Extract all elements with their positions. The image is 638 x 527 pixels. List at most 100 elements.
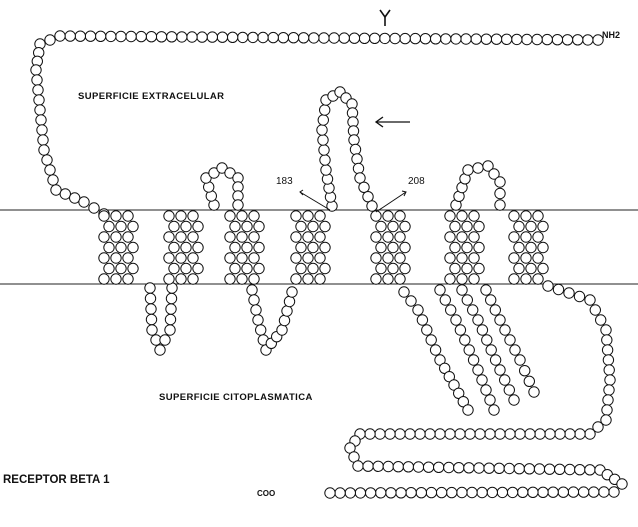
residue-bead — [242, 263, 252, 273]
residue-bead — [601, 325, 611, 335]
residue-bead — [339, 33, 349, 43]
residue-bead — [481, 34, 491, 44]
residue-bead — [380, 33, 390, 43]
residue-bead — [111, 274, 121, 284]
residue-bead — [247, 285, 257, 295]
residue-bead — [166, 293, 176, 303]
residue-marker-183: 183 — [276, 176, 293, 187]
residue-bead — [585, 429, 595, 439]
residue-bead — [308, 242, 318, 252]
residue-bead — [39, 145, 49, 155]
residue-bead — [395, 211, 405, 221]
residue-bead — [371, 253, 381, 263]
residue-bead — [514, 263, 524, 273]
residue-bead — [562, 35, 572, 45]
residue-bead — [465, 429, 475, 439]
residue-bead — [585, 295, 595, 305]
residue-bead — [455, 325, 465, 335]
residue-bead — [553, 284, 563, 294]
residue-bead — [548, 487, 558, 497]
residue-bead — [32, 75, 42, 85]
residue-bead — [104, 263, 114, 273]
residue-bead — [188, 253, 198, 263]
residue-bead — [217, 32, 227, 42]
residue-bead — [353, 461, 363, 471]
residue-bead — [400, 263, 410, 273]
residue-bead — [315, 253, 325, 263]
residue-bead — [505, 335, 515, 345]
residue-bead — [388, 242, 398, 252]
residue-bead — [521, 211, 531, 221]
residue-bead — [33, 85, 43, 95]
residue-bead — [474, 263, 484, 273]
residue-bead — [128, 263, 138, 273]
residue-bead — [430, 34, 440, 44]
glycosylation-icon — [380, 10, 390, 26]
residue-bead — [177, 32, 187, 42]
residue-bead — [504, 463, 514, 473]
residue-bead — [146, 304, 156, 314]
residue-bead — [303, 274, 313, 284]
residue-bead — [599, 487, 609, 497]
residue-bead — [99, 232, 109, 242]
residue-bead — [485, 395, 495, 405]
residue-bead — [521, 274, 531, 284]
residue-bead — [509, 253, 519, 263]
residue-bead — [383, 274, 393, 284]
residue-bead — [116, 242, 126, 252]
residue-bead — [533, 232, 543, 242]
residue-bead — [413, 305, 423, 315]
residue-bead — [31, 65, 41, 75]
residue-bead — [169, 263, 179, 273]
residue-bead — [395, 253, 405, 263]
residue-bead — [486, 295, 496, 305]
residue-bead — [85, 31, 95, 41]
residue-bead — [425, 429, 435, 439]
residue-bead — [464, 463, 474, 473]
residue-bead — [451, 315, 461, 325]
residue-bead — [477, 325, 487, 335]
residue-bead — [422, 325, 432, 335]
residue-bead — [605, 375, 615, 385]
residue-bead — [65, 31, 75, 41]
residue-bead — [512, 34, 522, 44]
residue-bead — [514, 242, 524, 252]
residue-bead — [75, 31, 85, 41]
residue-bead — [308, 221, 318, 231]
residue-bead — [181, 221, 191, 231]
residue-bead — [538, 263, 548, 273]
residue-bead — [320, 155, 330, 165]
residue-bead — [291, 274, 301, 284]
residue-bead — [399, 287, 409, 297]
residue-bead — [123, 232, 133, 242]
residue-bead — [277, 325, 287, 335]
residue-bead — [495, 365, 505, 375]
residue-bead — [444, 462, 454, 472]
residue-bead — [383, 232, 393, 242]
residue-bead — [477, 375, 487, 385]
residue-bead — [99, 274, 109, 284]
residue-bead — [555, 464, 565, 474]
residue-bead — [45, 35, 55, 45]
residue-bead — [123, 253, 133, 263]
residue-bead — [291, 232, 301, 242]
residue-bead — [461, 34, 471, 44]
residue-bead — [242, 242, 252, 252]
residue-bead — [320, 242, 330, 252]
residue-bead — [573, 35, 583, 45]
residue-bead — [457, 285, 467, 295]
residue-bead — [602, 405, 612, 415]
residue-bead — [596, 315, 606, 325]
residue-bead — [462, 242, 472, 252]
residue-bead — [463, 165, 473, 175]
residue-bead — [111, 211, 121, 221]
residue-bead — [320, 263, 330, 273]
residue-bead — [376, 263, 386, 273]
residue-bead — [464, 345, 474, 355]
residue-bead — [237, 253, 247, 263]
residue-bead — [349, 33, 359, 43]
residue-bead — [462, 221, 472, 231]
residue-bead — [321, 165, 331, 175]
residue-bead — [38, 135, 48, 145]
residue-bead — [383, 461, 393, 471]
